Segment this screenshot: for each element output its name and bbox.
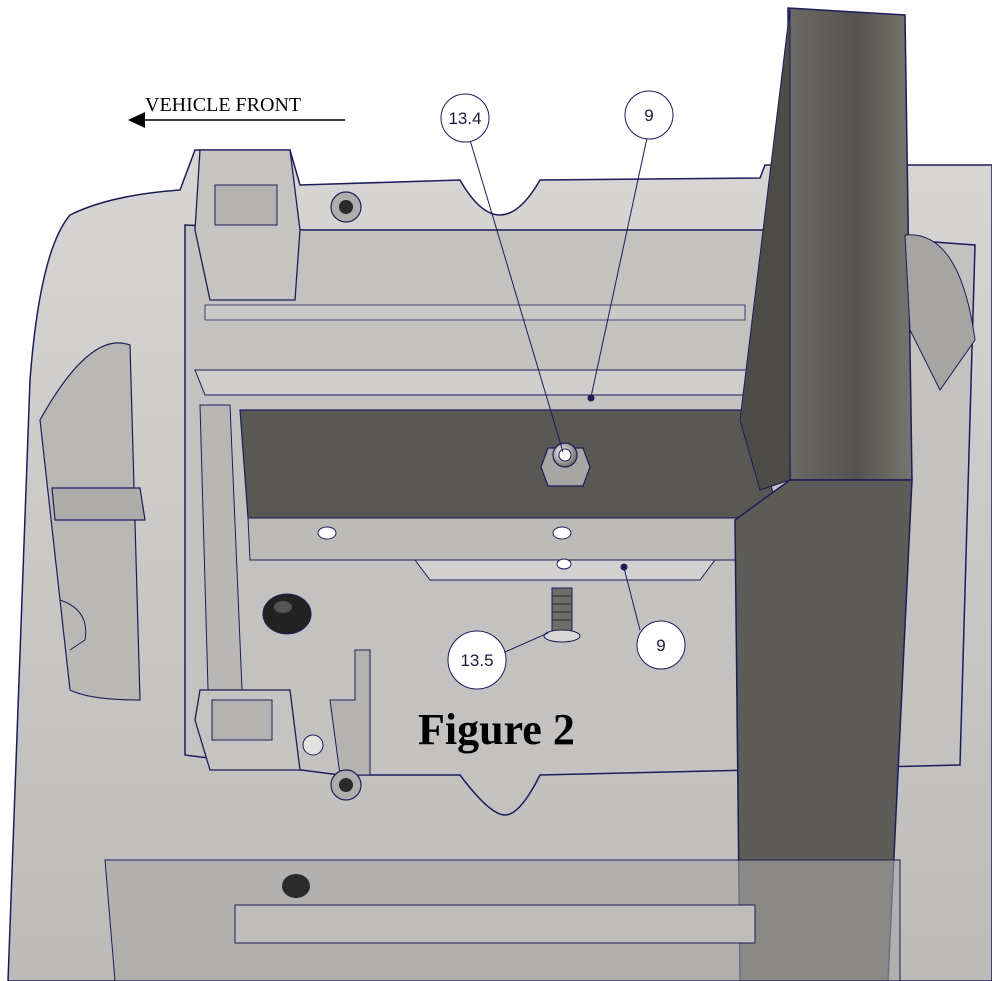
vehicle-front-label: VEHICLE FRONT xyxy=(145,94,302,116)
callout-13-4: 13.4 xyxy=(440,93,490,143)
latch-top xyxy=(194,149,301,301)
dark-plate xyxy=(239,394,781,561)
mount-screw-bottom-left xyxy=(330,769,362,801)
latch-bottom xyxy=(194,689,301,771)
callout-label: 9 xyxy=(656,636,665,655)
callout-9-bottom: 9 xyxy=(636,620,686,670)
grommet xyxy=(262,593,312,635)
callout-label: 9 xyxy=(644,106,653,125)
callout-13-5: 13.5 xyxy=(447,630,507,690)
vehicle-front-arrow xyxy=(128,112,345,128)
leader-lines xyxy=(469,137,648,653)
bolt xyxy=(543,587,581,643)
figure-title: Figure 2 xyxy=(418,705,575,754)
lower-frame xyxy=(104,859,901,981)
callout-label: 13.4 xyxy=(448,109,481,128)
callout-label: 13.5 xyxy=(460,651,493,670)
mount-screw-top-left xyxy=(330,191,362,223)
callout-9-top: 9 xyxy=(624,90,674,140)
lower-bracket xyxy=(414,558,716,581)
vertical-strap xyxy=(734,7,976,981)
hex-nut xyxy=(540,442,591,487)
